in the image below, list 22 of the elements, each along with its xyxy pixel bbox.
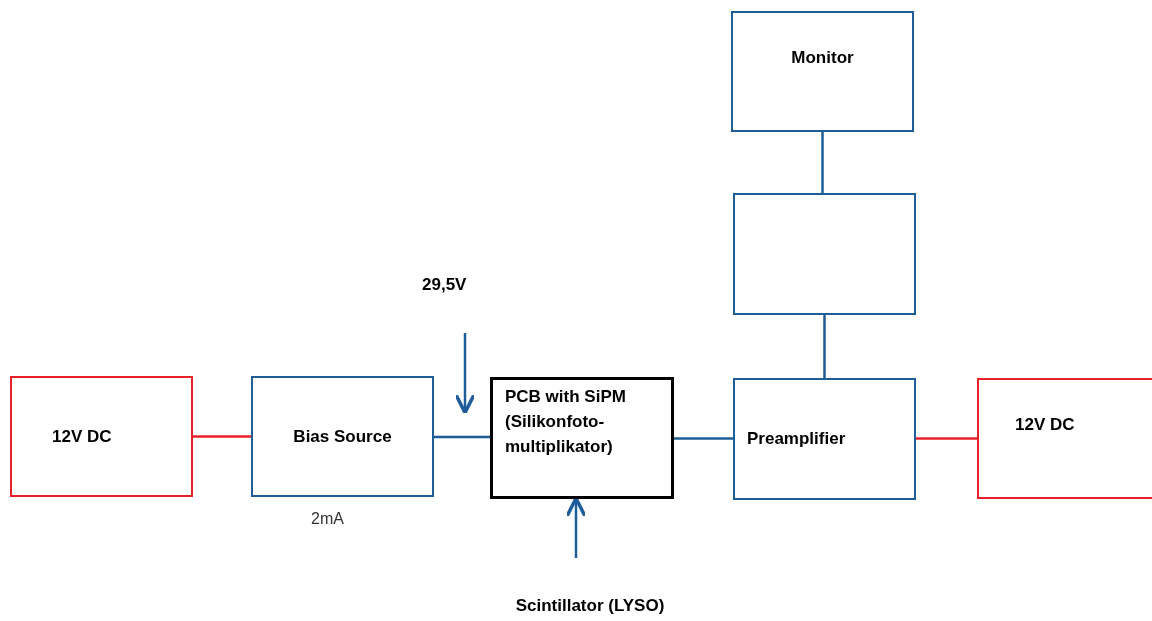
connector-line	[674, 437, 733, 440]
block-box	[251, 376, 434, 497]
connector-line	[916, 437, 977, 440]
connector-line	[434, 435, 490, 439]
block-box	[733, 193, 916, 315]
node-label: Scintillator (LYSO)	[515, 595, 665, 618]
voltage-label: 29,5V	[422, 274, 467, 296]
block-box	[977, 378, 1152, 499]
block-box	[731, 11, 914, 132]
node-label: 12V DC	[52, 425, 112, 448]
node-label: 12V DC	[1015, 414, 1075, 436]
node-label: Monitor	[791, 47, 854, 69]
node-label: PCB with SiPM (Silikonfoto- multiplikator)	[505, 386, 627, 458]
connector-line	[823, 315, 826, 378]
block-box	[10, 376, 193, 497]
connector-line	[193, 435, 251, 438]
block-box	[490, 377, 674, 499]
node-label: Preamplifier	[747, 428, 846, 451]
block-box	[733, 378, 916, 500]
node-label: Bias Source	[293, 425, 392, 448]
connector-line	[821, 132, 824, 193]
node-caption: 2mA	[311, 509, 344, 529]
